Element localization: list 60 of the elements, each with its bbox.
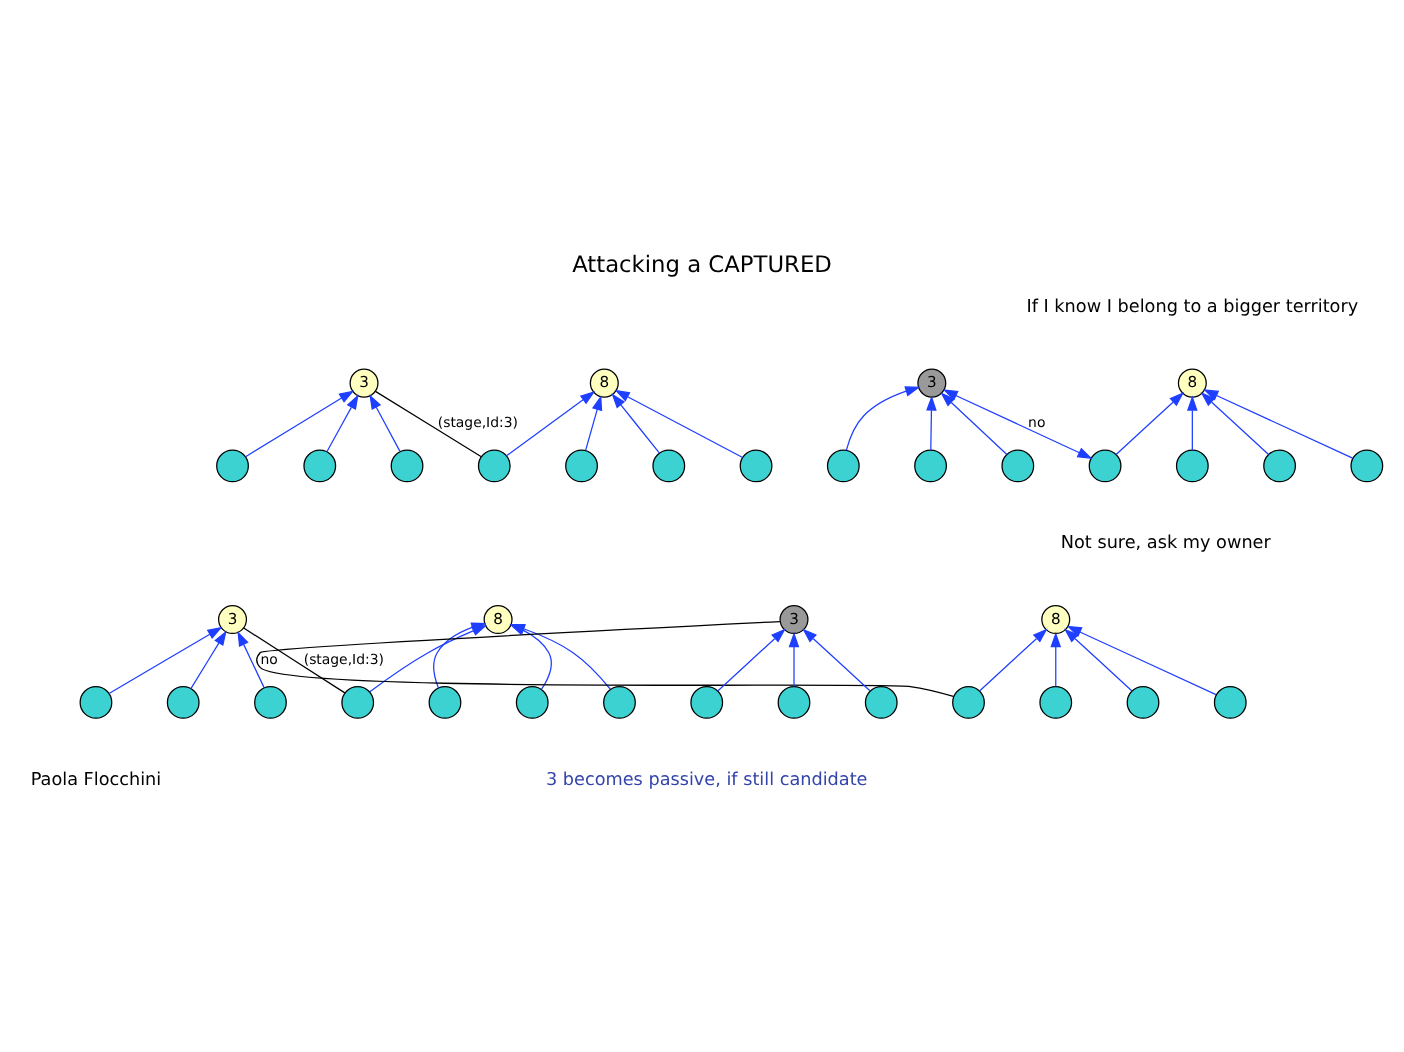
node-circle [603, 685, 636, 719]
arrow [788, 631, 800, 688]
node-circle [1213, 685, 1247, 719]
node-circle [1175, 449, 1209, 483]
arrow [940, 392, 1008, 455]
node-circle [826, 449, 860, 483]
connector [374, 390, 482, 458]
arrow [505, 391, 596, 457]
node-circle [79, 685, 113, 719]
arrow [190, 630, 227, 690]
node-circle [216, 449, 249, 483]
arrow [942, 389, 1093, 459]
label: 3 becomes passive, if still candidate [545, 770, 868, 791]
node-circle [777, 685, 811, 719]
label: If I know I belong to a bigger territory [1026, 297, 1359, 318]
arrow [1050, 631, 1062, 688]
arrow [369, 394, 401, 453]
arrow [585, 395, 603, 451]
arrow [1203, 389, 1354, 459]
node-circle [914, 449, 947, 483]
node-circle [690, 685, 724, 719]
node-circle [303, 449, 337, 483]
node-circle [1126, 685, 1160, 719]
arrow [1187, 395, 1198, 451]
arrow [845, 386, 921, 451]
node-circle [254, 685, 287, 719]
arrow [1115, 391, 1185, 456]
connector [243, 627, 346, 694]
label: Paola Flocchini [30, 770, 162, 791]
node-circle [1001, 449, 1035, 483]
arrow [614, 389, 744, 459]
arrow [717, 628, 786, 692]
node-circle [1350, 449, 1384, 483]
node-circle [565, 449, 598, 483]
arrow [245, 390, 355, 458]
arrow [802, 628, 871, 692]
node-circle [652, 449, 686, 483]
arrow [978, 628, 1048, 692]
node-circle [477, 449, 511, 483]
arrow [1064, 628, 1133, 692]
arrow [611, 393, 660, 454]
node-circle [1039, 685, 1073, 719]
label: Not sure, ask my owner [1060, 534, 1271, 555]
arrow [1200, 391, 1270, 456]
node-circle [341, 685, 375, 719]
arrow [108, 626, 223, 695]
arrow [926, 395, 937, 451]
node-circle [390, 449, 424, 483]
node-circle [166, 685, 200, 719]
arrow [326, 394, 359, 453]
node-circle [1263, 449, 1297, 483]
diagram-title: Attacking a CAPTURED [572, 250, 832, 279]
node-circle [864, 685, 898, 719]
node-circle [428, 685, 462, 719]
arrow [1066, 625, 1217, 696]
node-circle [1088, 449, 1122, 483]
node-circle [515, 685, 549, 719]
node-circle [952, 685, 985, 719]
arrow [237, 631, 265, 689]
node-circle [739, 449, 773, 483]
